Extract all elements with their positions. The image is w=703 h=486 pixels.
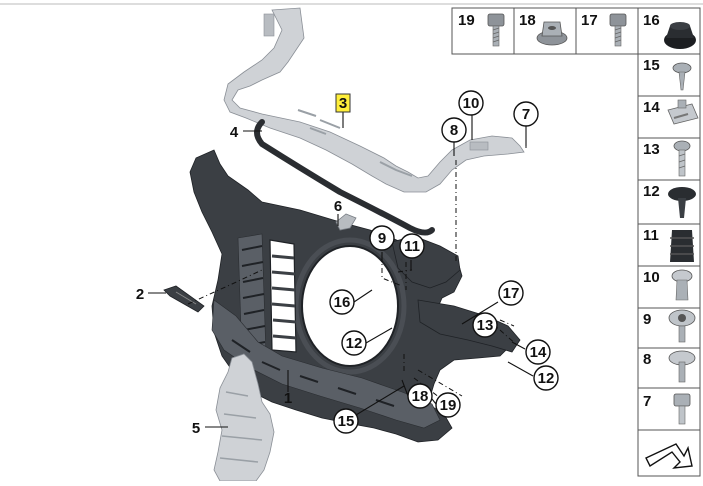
callout-19-label: 19 [440,397,457,414]
flange-nut-icon [536,21,568,46]
callout-13-label: 13 [477,317,494,334]
table-label-7: 7 [643,393,651,410]
table-label-10: 10 [643,269,660,286]
callout-11-label: 11 [404,238,420,255]
table-label-13: 13 [643,141,660,158]
rubber-grommet-icon [664,22,696,49]
callout-1-label: 1 [284,390,292,407]
callout-12-b[interactable]: 12 [533,365,559,391]
callout-12-a[interactable]: 12 [341,330,367,356]
table-label-9: 9 [643,311,651,328]
callout-11[interactable]: 11 [399,233,425,259]
callout-13[interactable]: 13 [472,312,498,338]
grille-bar-part [163,285,205,313]
table-label-18: 18 [519,12,536,29]
callout-15-label: 15 [338,413,355,430]
plastic-rivet-icon [668,187,696,218]
callout-16-label: 16 [334,294,351,311]
table-cell-17[interactable] [575,7,639,55]
callout-8[interactable]: 8 [441,117,467,143]
callout-17[interactable]: 17 [498,280,524,306]
table-cell-15[interactable] [637,53,701,97]
callout-4-label: 4 [230,124,239,141]
table-label-12: 12 [643,183,660,200]
hardware-table: 19 18 17 16 [451,7,701,477]
table-label-15: 15 [643,57,660,74]
callout-12a-label: 12 [346,335,363,352]
hex-screw-icon [673,393,691,425]
callout-16[interactable]: 16 [329,289,355,315]
air-duct-part [213,353,275,482]
callout-7[interactable]: 7 [513,101,539,127]
torx-screw-icon [673,140,691,177]
table-label-19: 19 [458,12,475,29]
callout-14-label: 14 [530,344,547,361]
callout-8-label: 8 [450,122,458,139]
screw-icon [672,62,692,91]
callout-7-label: 7 [522,106,530,123]
callout-19[interactable]: 19 [435,392,461,418]
hex-bolt-icon [609,13,627,47]
table-label-14: 14 [643,99,660,116]
callout-3-box[interactable] [335,93,351,113]
arrow-symbol-icon [645,443,693,469]
bolt-icon [487,13,505,47]
callout-10[interactable]: 10 [458,90,484,116]
callout-2-label: 2 [136,286,144,303]
callout-17-label: 17 [503,285,520,302]
table-label-16: 16 [643,12,660,29]
callout-9-label: 9 [378,230,386,247]
callout-14[interactable]: 14 [525,339,551,365]
callout-15[interactable]: 15 [333,408,359,434]
flange-screw-icon [668,350,696,383]
callout-3-label: 3 [339,95,347,112]
callout-10-label: 10 [463,95,480,112]
table-label-8: 8 [643,351,651,368]
callout-5-label: 5 [192,420,200,437]
washer-screw-icon [668,309,696,343]
upper-carrier-part [223,7,525,193]
callout-12b-label: 12 [538,370,555,387]
callout-18-label: 18 [412,388,429,405]
expansion-rivet-icon [671,269,693,301]
table-label-17: 17 [581,12,598,29]
bump-stop-icon [670,230,694,262]
callout-6-label: 6 [334,198,342,215]
table-cell-12[interactable] [637,179,701,225]
seal-gasket-part [254,119,435,236]
clip-part [335,213,357,231]
table-label-11: 11 [643,227,659,244]
callout-9[interactable]: 9 [369,225,395,251]
spring-nut-icon [667,99,699,125]
callout-18[interactable]: 18 [407,383,433,409]
